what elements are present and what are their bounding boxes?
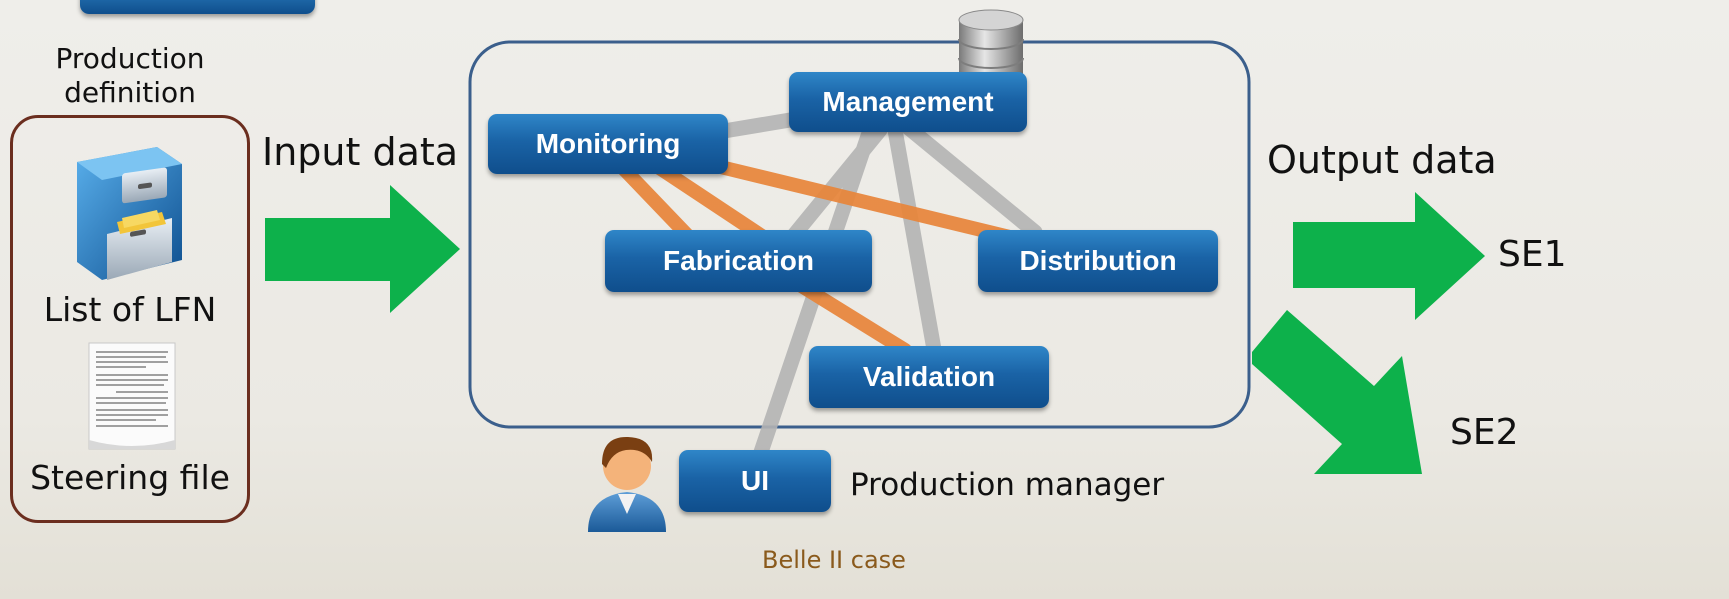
connector-monitoring-fabrication-a — [613, 158, 697, 245]
document-icon — [88, 342, 176, 450]
connector-fabrication-validation — [793, 278, 912, 357]
output-data-label: Output data — [1267, 138, 1497, 182]
distribution-box[interactable]: Distribution — [978, 230, 1218, 292]
se1-label: SE1 — [1498, 234, 1567, 275]
production-definition-panel — [10, 115, 250, 523]
user-avatar-icon — [588, 436, 666, 532]
connector-management-distribution — [897, 117, 1043, 240]
belle-ii-caption: Belle II case — [762, 546, 906, 574]
management-box[interactable]: Management — [789, 72, 1027, 132]
fabrication-box[interactable]: Fabrication — [605, 230, 872, 292]
production-manager-label: Production manager — [850, 467, 1165, 503]
output-arrow-se1 — [1293, 192, 1485, 320]
top-partial-button — [80, 0, 315, 14]
steering-file-label: Steering file — [30, 458, 230, 497]
monitoring-box[interactable]: Monitoring — [488, 114, 728, 174]
list-of-lfn-label: List of LFN — [43, 290, 217, 329]
se2-label: SE2 — [1450, 412, 1519, 453]
system-boundary — [468, 40, 1251, 429]
production-definition-title: Production definition — [55, 42, 205, 109]
connector-monitoring-distribution — [693, 155, 1017, 244]
database-icon — [958, 9, 1024, 86]
connector-monitoring-fabrication-b — [648, 158, 772, 245]
output-arrow-se2 — [1252, 310, 1422, 474]
ui-button[interactable]: UI — [679, 450, 831, 512]
input-arrow — [265, 185, 460, 313]
file-cabinet-icon — [77, 147, 182, 280]
validation-box[interactable]: Validation — [809, 346, 1049, 408]
connector-management-validation — [887, 122, 943, 363]
input-data-label: Input data — [262, 130, 459, 174]
